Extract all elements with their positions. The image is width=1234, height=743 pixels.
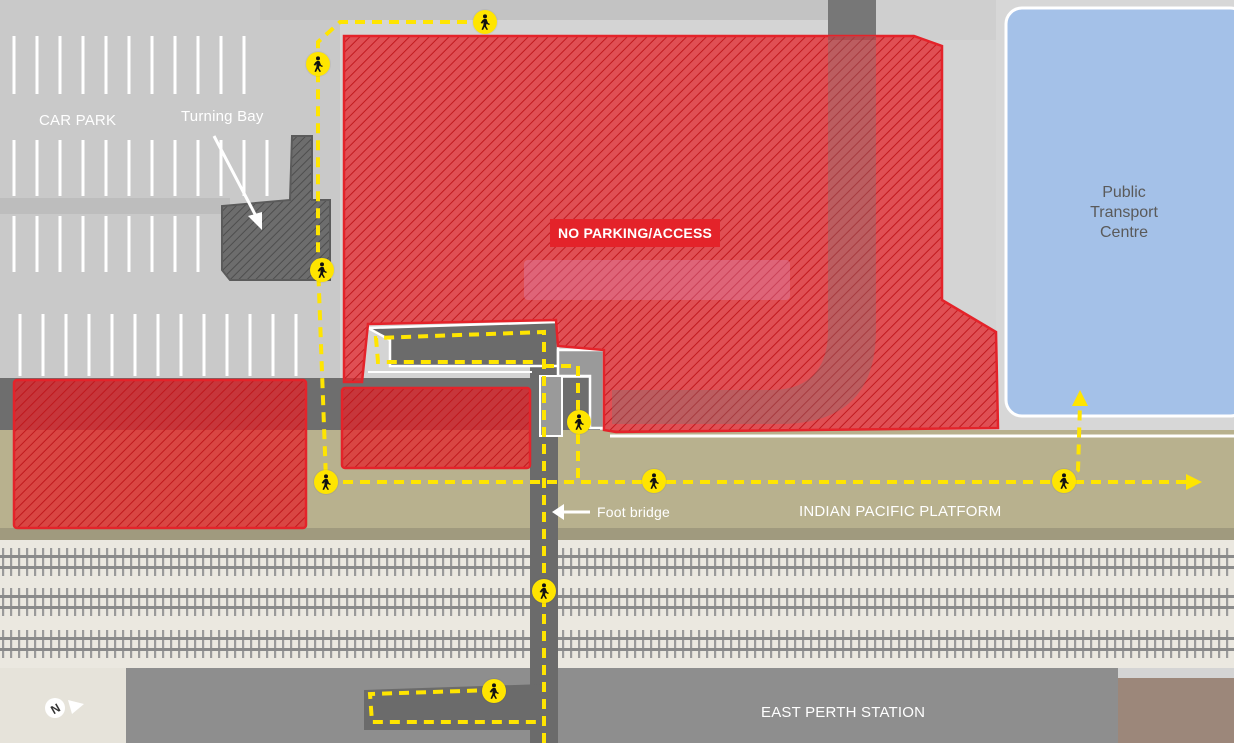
pedestrian-icon [642, 469, 666, 493]
pedestrian-icon [567, 410, 591, 434]
foot-bridge-label: Foot bridge [597, 504, 671, 520]
transport-label-line: Public [1102, 184, 1146, 201]
pedestrian-icon [314, 470, 338, 494]
no-parking-zone-middle [340, 386, 532, 470]
public-transport-centre-label: Public Transport Centre [1074, 183, 1174, 243]
no-parking-label: NO PARKING/ACCESS [550, 219, 721, 247]
transport-label-line: Centre [1099, 224, 1149, 241]
pedestrian-icon [1052, 469, 1076, 493]
station-label: EAST PERTH STATION [761, 704, 926, 721]
north-arrow-icon: N [44, 694, 88, 724]
no-parking-zone-left [12, 378, 308, 530]
car-park-area [0, 0, 340, 380]
pedestrian-icon [532, 579, 556, 603]
east-perth-station [126, 668, 1118, 743]
turning-bay-arrow [212, 135, 260, 221]
car-park-bays [12, 36, 298, 376]
pedestrian-icon [306, 52, 330, 76]
railway-tracks [0, 548, 1234, 658]
pedestrian-icon [310, 258, 334, 282]
transport-label-line: Transport [1090, 204, 1158, 221]
car-park-label: CAR PARK [39, 112, 117, 129]
platform-label: INDIAN PACIFIC PLATFORM [799, 503, 1002, 520]
turning-bay-label: Turning Bay [181, 108, 264, 125]
walking-routes [316, 20, 1186, 743]
turning-bay [221, 135, 331, 281]
pedestrian-icon [473, 10, 497, 34]
public-transport-centre [1004, 6, 1234, 418]
pedestrian-icon [482, 679, 506, 703]
